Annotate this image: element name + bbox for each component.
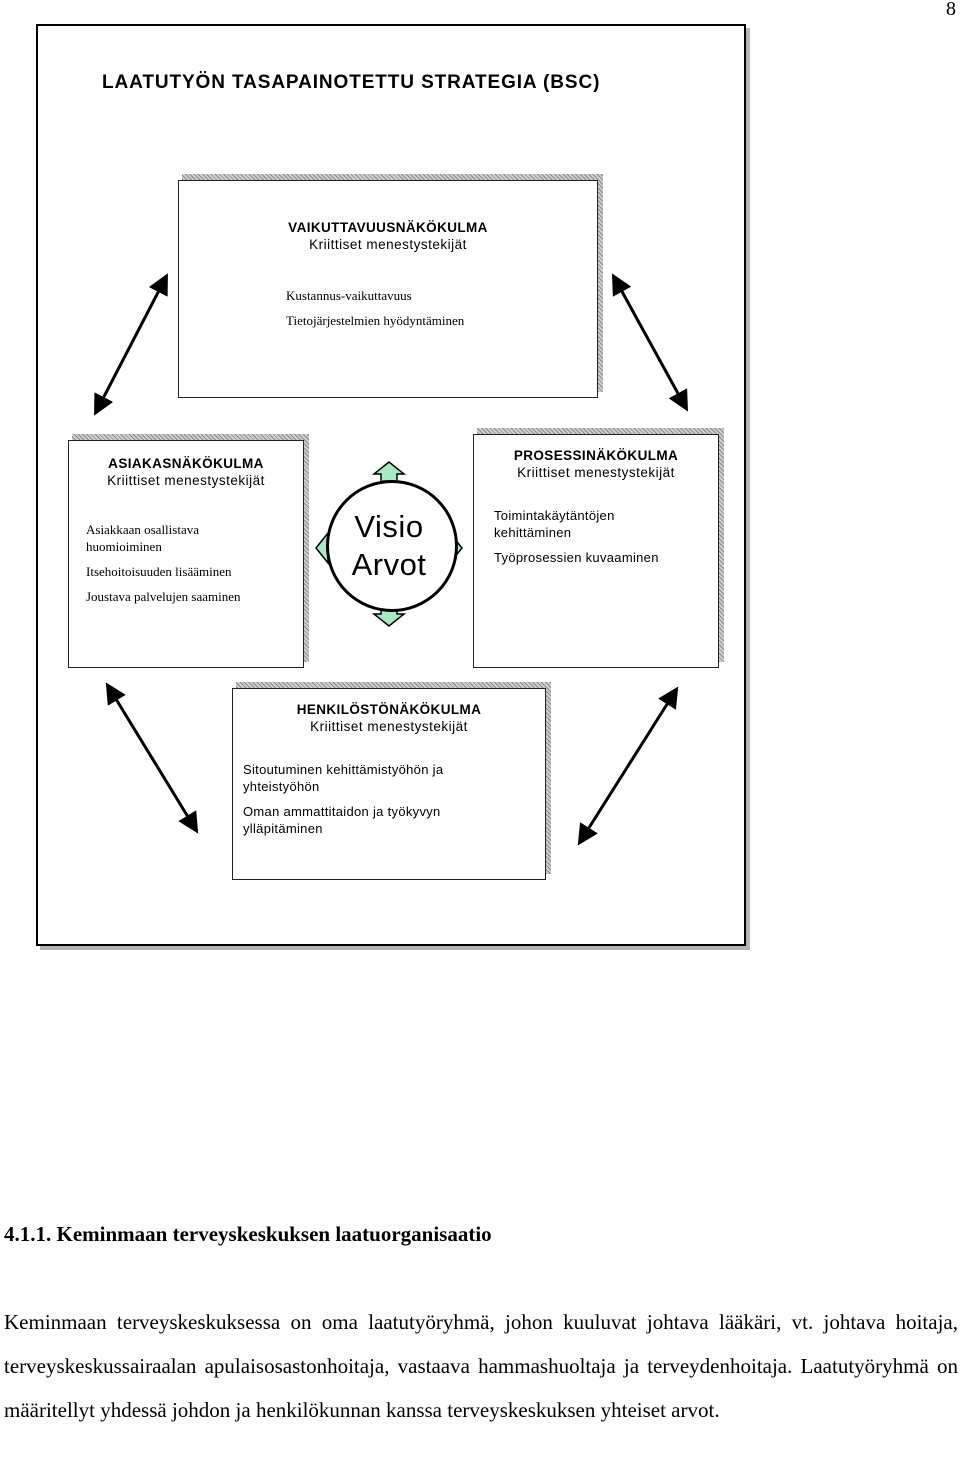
customer-subtitle: Kriittiset menestystekijät bbox=[107, 473, 265, 488]
staff-title: HENKILÖSTÖNÄKÖKULMA bbox=[296, 702, 482, 717]
process-perspective-box: PROSESSINÄKÖKULMA Kriittiset menestystek… bbox=[473, 434, 719, 668]
process-title: PROSESSINÄKÖKULMA bbox=[513, 448, 679, 463]
figure-title: LAATUTYÖN TASAPAINOTETTU STRATEGIA (BSC) bbox=[102, 72, 601, 93]
vision-label: Visio bbox=[354, 509, 424, 544]
vision-values-label: Visio Arvot bbox=[326, 508, 452, 584]
impact-perspective-box: VAIKUTTAVUUSNÄKÖKULMA Kriittiset menesty… bbox=[178, 180, 598, 398]
impact-item: Tietojärjestelmien hyödyntäminen bbox=[286, 313, 465, 328]
diagram-connectors bbox=[94, 273, 689, 846]
values-label: Arvot bbox=[351, 547, 427, 582]
arrow-impact-process bbox=[611, 273, 689, 412]
section-heading: 4.1.1. Keminmaan terveyskeskuksen laatuo… bbox=[4, 1222, 492, 1246]
customer-item: Joustava palvelujen saaminen bbox=[86, 589, 241, 604]
impact-subtitle: Kriittiset menestystekijät bbox=[309, 237, 467, 252]
staff-item: Sitoutuminen kehittämistyöhön ja yhteist… bbox=[243, 762, 444, 794]
process-subtitle: Kriittiset menestystekijät bbox=[517, 465, 675, 480]
customer-item: Itsehoitoisuuden lisääminen bbox=[86, 564, 232, 579]
impact-item: Kustannus-vaikuttavuus bbox=[286, 288, 412, 303]
customer-title: ASIAKASNÄKÖKULMA bbox=[108, 456, 264, 471]
process-item: Toimintakäytäntöjen kehittäminen bbox=[494, 508, 615, 540]
vision-values-circle bbox=[326, 480, 458, 612]
arrow-impact-customer bbox=[94, 273, 168, 416]
staff-subtitle: Kriittiset menestystekijät bbox=[310, 719, 468, 734]
body-paragraph: Keminmaan terveyskeskuksessa on oma laat… bbox=[4, 1310, 958, 1422]
staff-item: Oman ammattitaidon ja työkyvyn ylläpitäm… bbox=[243, 804, 441, 836]
arrow-process-staff bbox=[577, 686, 679, 846]
customer-item: Asiakkaan osallistava huomioiminen bbox=[86, 522, 199, 554]
impact-title: VAIKUTTAVUUSNÄKÖKULMA bbox=[288, 220, 488, 235]
staff-perspective-box: HENKILÖSTÖNÄKÖKULMA Kriittiset menestyst… bbox=[232, 688, 546, 880]
arrow-customer-staff bbox=[105, 682, 199, 834]
process-item: Työprosessien kuvaaminen bbox=[494, 550, 659, 565]
customer-perspective-box: ASIAKASNÄKÖKULMA Kriittiset menestysteki… bbox=[68, 440, 304, 668]
page-number: 8 bbox=[946, 0, 956, 20]
